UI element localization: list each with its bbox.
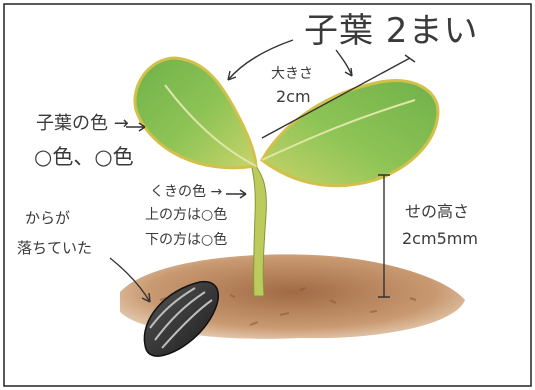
left-cotyledon [133,56,258,170]
stem [251,165,267,297]
cotyledon-size-caption: 大きさ [271,66,313,82]
right-cotyledon [260,79,440,188]
seed-note-line-2: 落ちていた [17,239,93,257]
height-caption: せの高さ [405,202,470,221]
cotyledon-size-value: 2cm [276,87,311,106]
seed-shell [143,280,220,357]
stem-color-upper: 上の方は○色 [145,207,228,223]
cotyledon-count-label: 子葉 2まい [304,11,479,51]
stem-color-lower: 下の方は○色 [145,232,228,248]
stem-color-caption: くきの色 → [150,184,223,200]
leaf-color-caption: 子葉の色 → [36,113,129,134]
seed-note-line-1: からが [25,209,71,227]
sketch-border [3,3,532,387]
leaf-color-value: ○色、○色 [34,145,134,169]
height-value: 2cm5mm [402,229,478,248]
annotation-lines [109,39,416,303]
